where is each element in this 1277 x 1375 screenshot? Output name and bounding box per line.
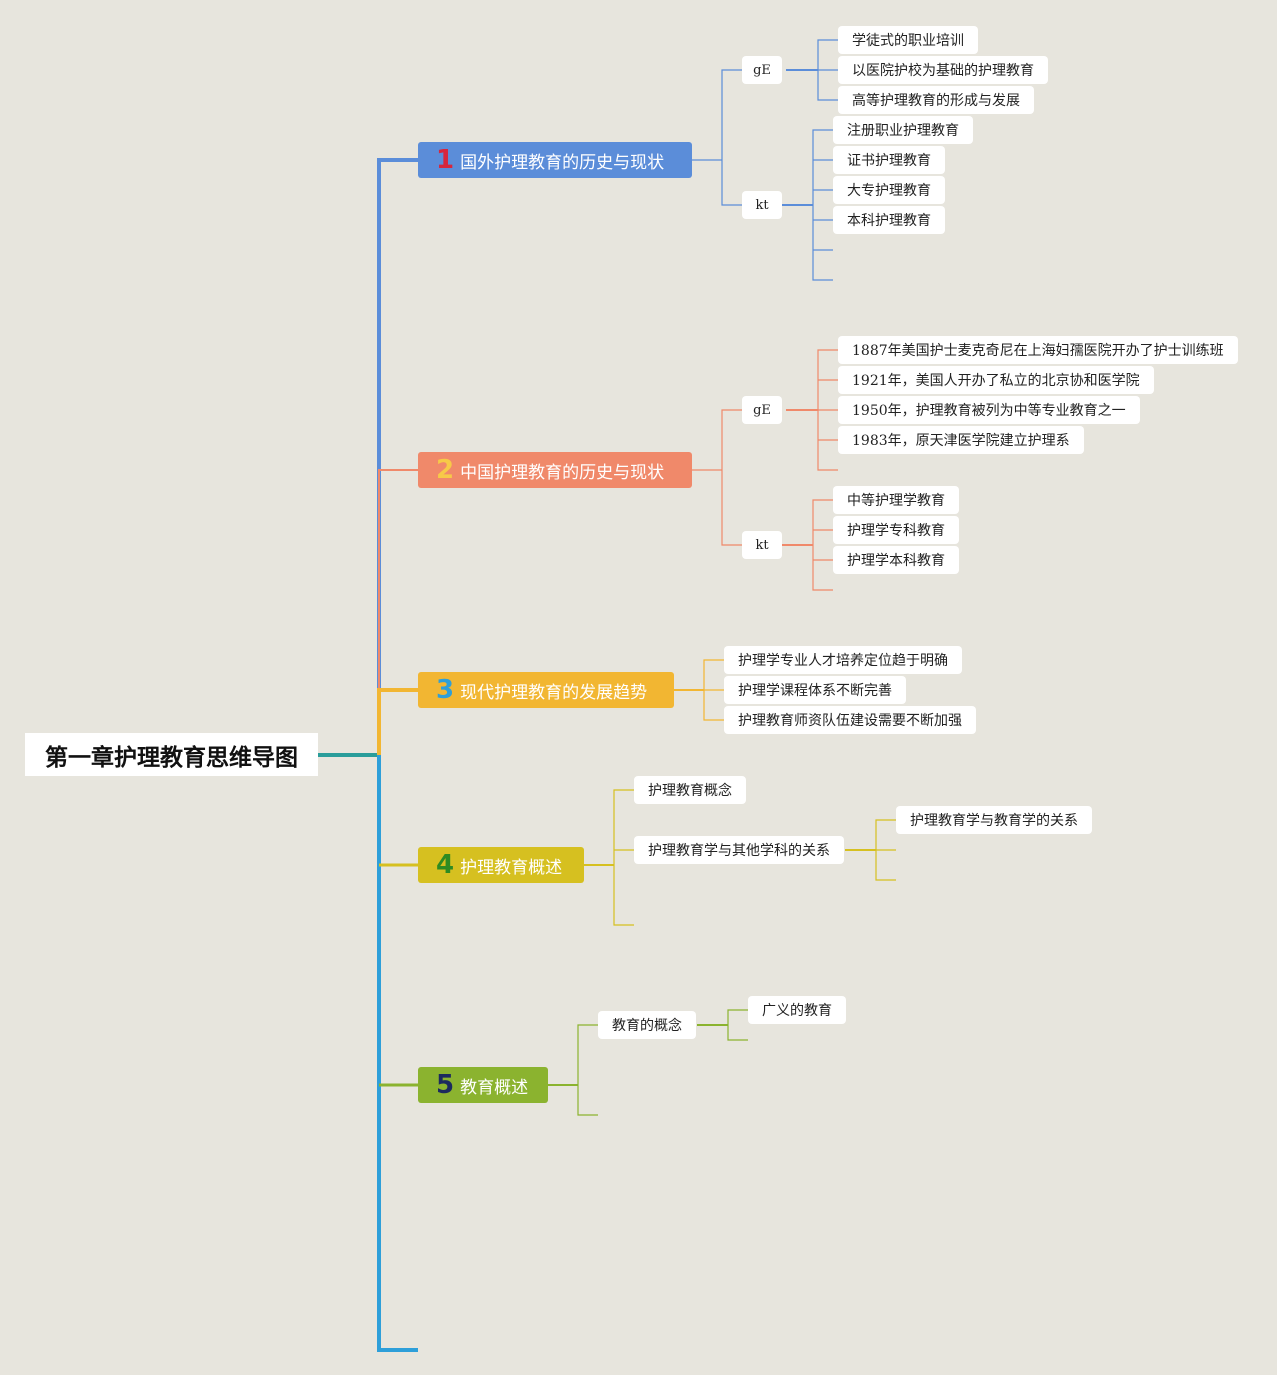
topic-node[interactable]: 本科护理教育	[833, 206, 945, 234]
trunk-branch3	[377, 688, 418, 755]
topic-node[interactable]: 1983年，原天津医学院建立护理系	[838, 426, 1084, 454]
branch-2-group-kt[interactable]: kt	[742, 531, 782, 559]
branch-3[interactable]: 3 现代护理教育的发展趋势	[418, 672, 674, 708]
root-title[interactable]: 第一章护理教育思维导图	[25, 733, 318, 776]
branch3-connectors	[674, 659, 724, 721]
topic-node[interactable]: 护理教育学与其他学科的关系	[634, 836, 844, 864]
topic-node[interactable]: 护理学课程体系不断完善	[724, 676, 906, 704]
topic-node[interactable]: 中等护理学教育	[833, 486, 959, 514]
topic-node[interactable]: 护理教育师资队伍建设需要不断加强	[724, 706, 976, 734]
topic-node[interactable]: 1950年，护理教育被列为中等专业教育之一	[838, 396, 1140, 424]
trunk-branch1	[377, 158, 418, 755]
branch-1-group-kt[interactable]: kt	[742, 191, 782, 219]
topic-node[interactable]: 广义的教育	[748, 996, 846, 1024]
trunk-lower	[377, 755, 418, 1352]
branch-5-number: 5	[436, 1070, 455, 1100]
branch-5[interactable]: 5 教育概述	[418, 1067, 548, 1103]
topic-node[interactable]: 护理学专科教育	[833, 516, 959, 544]
topic-node[interactable]: 教育的概念	[598, 1011, 696, 1039]
branch-1[interactable]: 1 国外护理教育的历史与现状	[418, 142, 692, 178]
topic-node[interactable]: 高等护理教育的形成与发展	[838, 86, 1034, 114]
branch4-connectors	[584, 789, 896, 926]
branch5-connectors	[548, 1009, 748, 1116]
topic-node[interactable]: 护理教育学与教育学的关系	[896, 806, 1092, 834]
branch-3-label: 现代护理教育的发展趋势	[460, 682, 648, 703]
topic-node[interactable]: 注册职业护理教育	[833, 116, 973, 144]
branch-1-number: 1	[436, 145, 455, 175]
topic-node[interactable]: 证书护理教育	[833, 146, 945, 174]
topic-node[interactable]: 1921年，美国人开办了私立的北京协和医学院	[838, 366, 1154, 394]
topic-node[interactable]: 护理教育概念	[634, 776, 746, 804]
branch-4-label: 护理教育概述	[460, 857, 563, 878]
branch-2-number: 2	[436, 455, 455, 485]
branch-3-number: 3	[436, 675, 455, 705]
topic-node[interactable]: 1887年美国护士麦克奇尼在上海妇孺医院开办了护士训练班	[838, 336, 1238, 364]
branch-5-label: 教育概述	[460, 1077, 529, 1098]
topic-node[interactable]: 护理学专业人才培养定位趋于明确	[724, 646, 962, 674]
trunk-branch2	[378, 469, 418, 690]
branch-4[interactable]: 4 护理教育概述	[418, 847, 584, 883]
topic-node[interactable]: 以医院护校为基础的护理教育	[838, 56, 1048, 84]
branch-2-label: 中国护理教育的历史与现状	[460, 462, 665, 483]
branch2-connectors	[692, 349, 838, 591]
branch-1-group-ge[interactable]: gE	[742, 56, 782, 84]
topic-node[interactable]: 大专护理教育	[833, 176, 945, 204]
branch-1-label: 国外护理教育的历史与现状	[460, 152, 665, 173]
branch-2[interactable]: 2 中国护理教育的历史与现状	[418, 452, 692, 488]
branch-4-number: 4	[436, 850, 455, 880]
topic-node[interactable]: 学徒式的职业培训	[838, 26, 978, 54]
topic-node[interactable]: 护理学本科教育	[833, 546, 959, 574]
branch1-connectors	[692, 39, 838, 281]
branch-2-group-ge[interactable]: gE	[742, 396, 782, 424]
